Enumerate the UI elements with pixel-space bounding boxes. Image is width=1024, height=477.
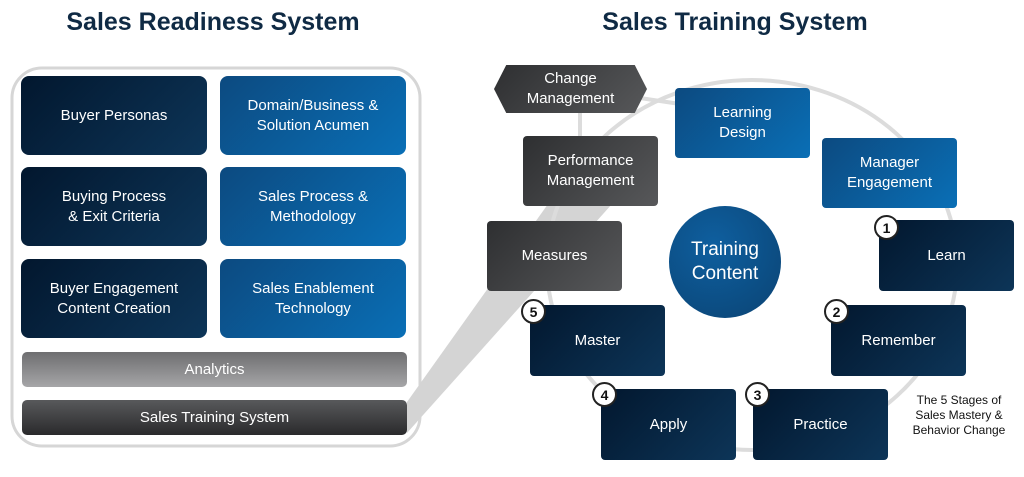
stage-4-badge: 4 — [592, 382, 617, 407]
stage-3-badge: 3 — [745, 382, 770, 407]
sales-training-bar: Sales Training System — [22, 400, 407, 435]
stage-learn-box: Learn — [879, 220, 1014, 291]
training-title: Sales Training System — [602, 8, 868, 36]
stages-caption: The 5 Stages of Sales Mastery & Behavior… — [912, 393, 1006, 437]
manager-engagement-box: Manager Engagement — [822, 138, 957, 208]
stage-apply-box: Apply — [601, 389, 736, 460]
tile-buyer-personas: Buyer Personas — [21, 76, 207, 155]
tile-buying-process: Buying Process & Exit Criteria — [21, 167, 207, 246]
tile-domain-acumen: Domain/Business & Solution Acumen — [220, 76, 406, 155]
stage-5-badge: 5 — [521, 299, 546, 324]
tile-sales-process: Sales Process & Methodology — [220, 167, 406, 246]
stage-2-badge: 2 — [824, 299, 849, 324]
training-content-circle: Training Content — [669, 206, 781, 318]
readiness-title: Sales Readiness System — [66, 8, 360, 36]
tile-buyer-engagement: Buyer Engagement Content Creation — [21, 259, 207, 338]
change-to-learning-line — [639, 96, 681, 106]
tile-sales-enablement: Sales Enablement Technology — [220, 259, 406, 338]
stage-1-badge: 1 — [874, 215, 899, 240]
stage-practice-box: Practice — [753, 389, 888, 460]
performance-management-box: Performance Management — [523, 136, 658, 206]
change-management-hexagon: Change Management — [494, 65, 647, 113]
measures-box: Measures — [487, 221, 622, 291]
stage-remember-box: Remember — [831, 305, 966, 376]
stage-master-box: Master — [530, 305, 665, 376]
analytics-bar: Analytics — [22, 352, 407, 387]
learning-design-box: Learning Design — [675, 88, 810, 158]
readiness-frame — [10, 66, 422, 448]
